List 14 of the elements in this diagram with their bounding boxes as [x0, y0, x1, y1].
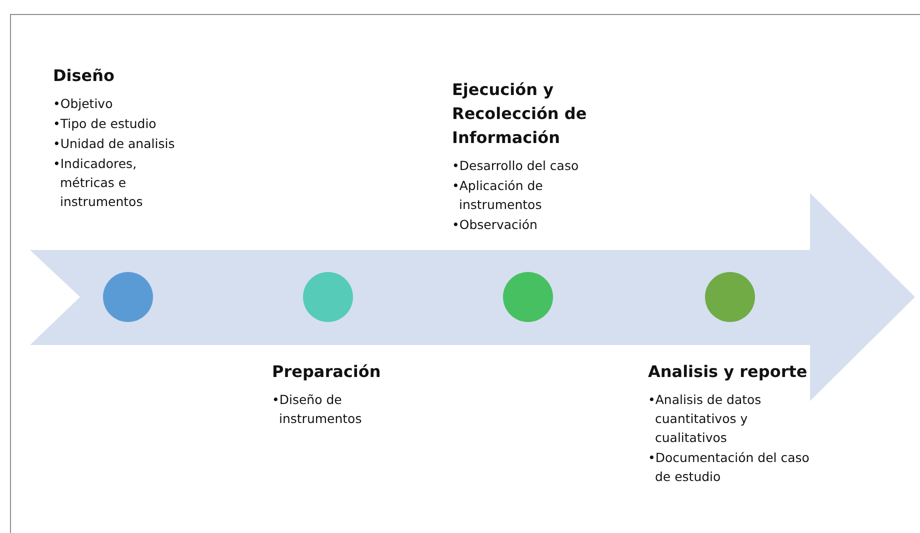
step-heading: Analisis y reporte — [648, 361, 808, 383]
bullet-item: •Tipo de estudio — [53, 115, 158, 133]
bullet-item: •Aplicación de instrumentos — [452, 177, 544, 214]
bullet-item: •Analisis de datos cuantitativos y cualitativos — [648, 391, 762, 447]
bullet-item: •Objetivo — [53, 95, 114, 113]
bullet-item: •Desarrollo del caso — [452, 157, 580, 175]
bullet-item: •Diseño de instrumentos — [272, 391, 363, 428]
bullet-item: •Observación — [452, 216, 538, 234]
step-heading: Preparación — [272, 361, 382, 383]
bullet-item: •Documentación del caso de estudio — [648, 449, 810, 486]
bullet-item: •Unidad de analisis — [53, 135, 176, 153]
step-heading: Ejecución y Recolección de Información — [452, 79, 588, 149]
bullet-item: •Indicadores, métricas e instrumentos — [53, 155, 144, 211]
step-heading: Diseño — [53, 65, 116, 87]
